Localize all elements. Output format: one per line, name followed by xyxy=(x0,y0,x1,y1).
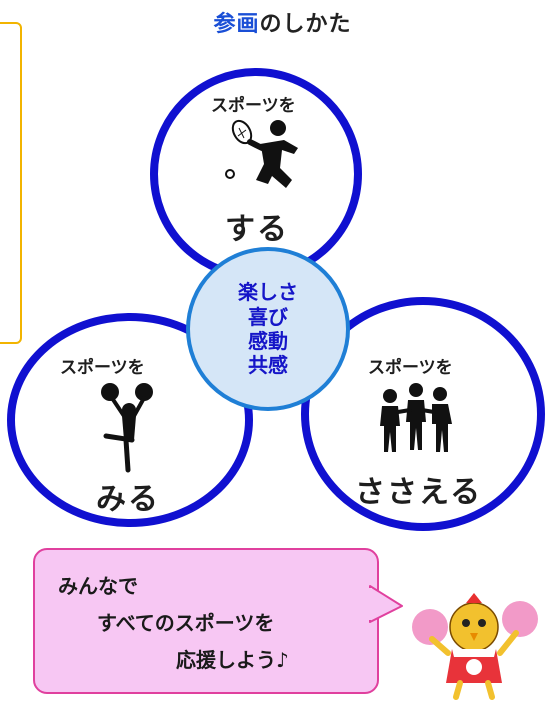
bubble-line-1: みんなで xyxy=(58,574,138,598)
bubble-line-2: すべてのスポーツを xyxy=(97,611,275,635)
circle-support-top-label: スポーツを xyxy=(368,358,453,378)
circle-support-bottom-label: ささえる xyxy=(355,475,483,510)
team-support-icon xyxy=(380,383,452,452)
side-note-box xyxy=(0,22,22,344)
circle-do-top-label: スポーツを xyxy=(211,96,296,116)
title-rest: のしかた xyxy=(259,12,352,37)
center-circle: 楽しさ 喜び 感動 共感 xyxy=(186,247,350,411)
center-line: 喜び xyxy=(248,304,288,329)
tennis-player-icon xyxy=(225,119,298,188)
page-title: 参画のしかた xyxy=(0,6,551,38)
circle-do-bottom-label: する xyxy=(225,212,289,247)
circle-see-top-label: スポーツを xyxy=(60,358,145,378)
center-line: 楽しさ xyxy=(238,280,298,305)
center-line: 共感 xyxy=(248,353,288,378)
center-line: 感動 xyxy=(248,329,288,353)
speech-bubble xyxy=(33,548,379,694)
cheerleader-icon xyxy=(101,383,153,473)
bubble-line-3: 応援しよう♪ xyxy=(176,648,289,672)
cheering-bird-mascot-icon xyxy=(412,593,538,700)
title-accent: 参画 xyxy=(213,12,260,37)
circle-do xyxy=(150,68,362,280)
speech-bubble-tail xyxy=(367,585,403,623)
circle-see-bottom-label: みる xyxy=(96,482,160,517)
